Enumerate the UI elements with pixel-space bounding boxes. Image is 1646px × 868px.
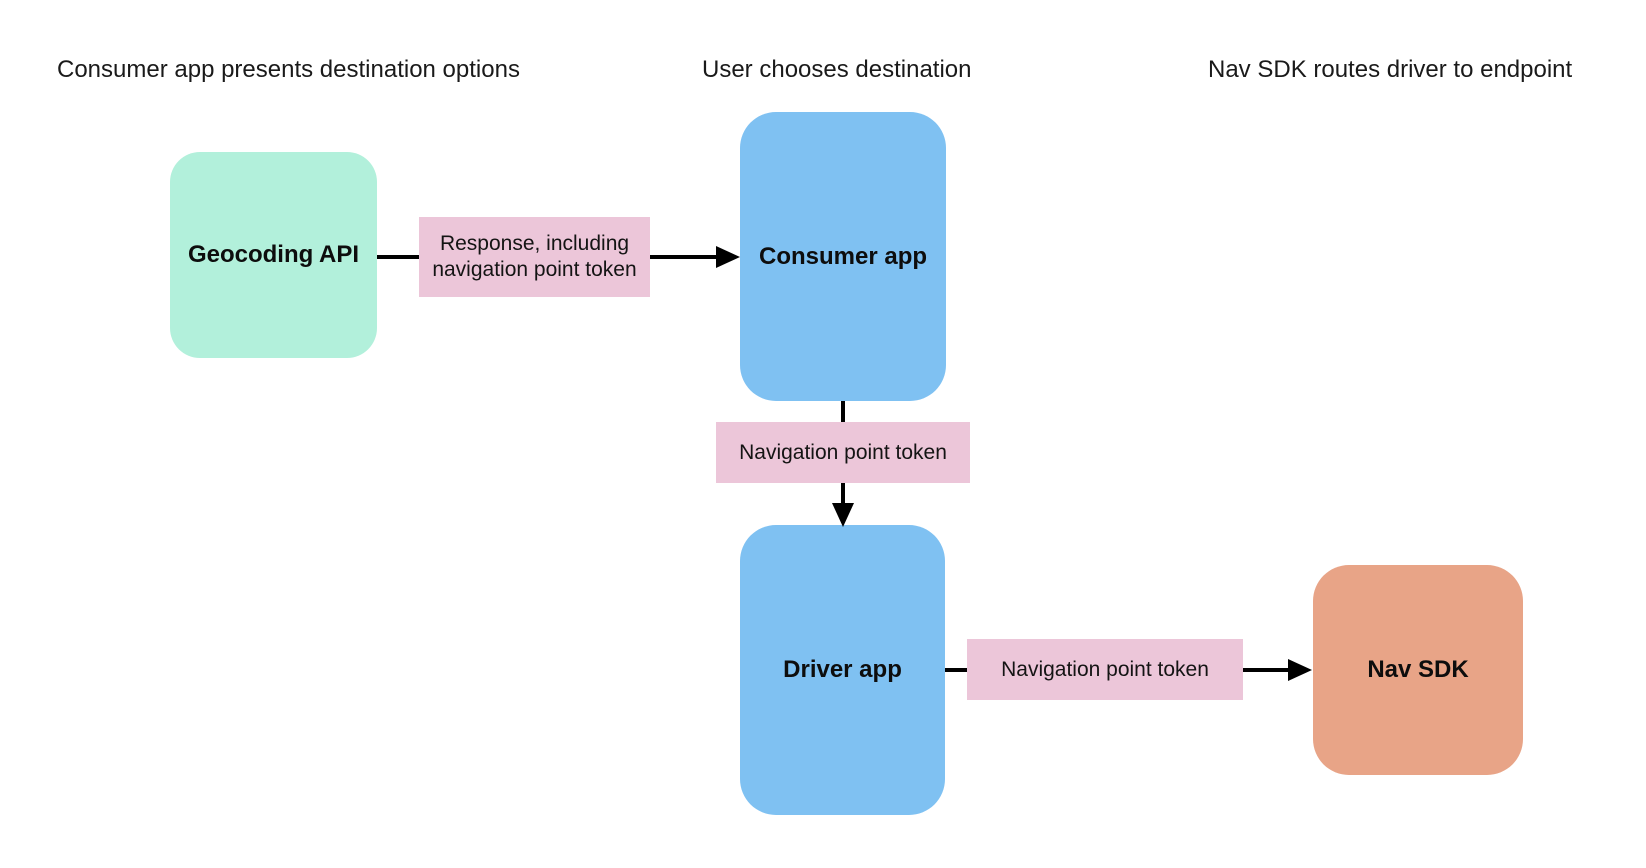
edge-label-navigation-point-token-vertical: Navigation point token [716,422,970,483]
arrowhead-down-into-driver-icon [832,503,854,527]
edge-label-navigation-point-token-horizontal: Navigation point token [967,639,1243,700]
lane-title-nav-sdk-routes: Nav SDK routes driver to endpoint [1208,56,1573,83]
edge-label-response-including-token: Response, including navigation point tok… [419,217,650,297]
arrowhead-right-into-navsdk-icon [1288,659,1312,681]
edge-consumer-to-label-line [841,401,845,422]
node-geocoding-api: Geocoding API [170,152,377,358]
lane-title-user-chooses: User chooses destination [702,56,972,83]
node-consumer-app: Consumer app [740,112,946,401]
lane-title-consumer-presents: Consumer app presents destination option… [57,56,520,83]
arrowhead-right-into-consumer-icon [716,246,740,268]
node-consumer-app-label: Consumer app [758,242,928,270]
node-nav-sdk: Nav SDK [1313,565,1523,775]
node-geocoding-api-label: Geocoding API [187,241,360,268]
node-driver-app: Driver app [740,525,945,815]
edge-driver-to-label-line [945,668,967,672]
edge-label-to-navsdk-line [1243,668,1290,672]
edge-geocoding-to-label-line [377,255,419,259]
edge-label-to-consumer-line [650,255,718,259]
node-driver-app-label: Driver app [783,656,902,683]
node-nav-sdk-label: Nav SDK [1367,656,1469,683]
edge-label-to-driver-line [841,483,845,505]
